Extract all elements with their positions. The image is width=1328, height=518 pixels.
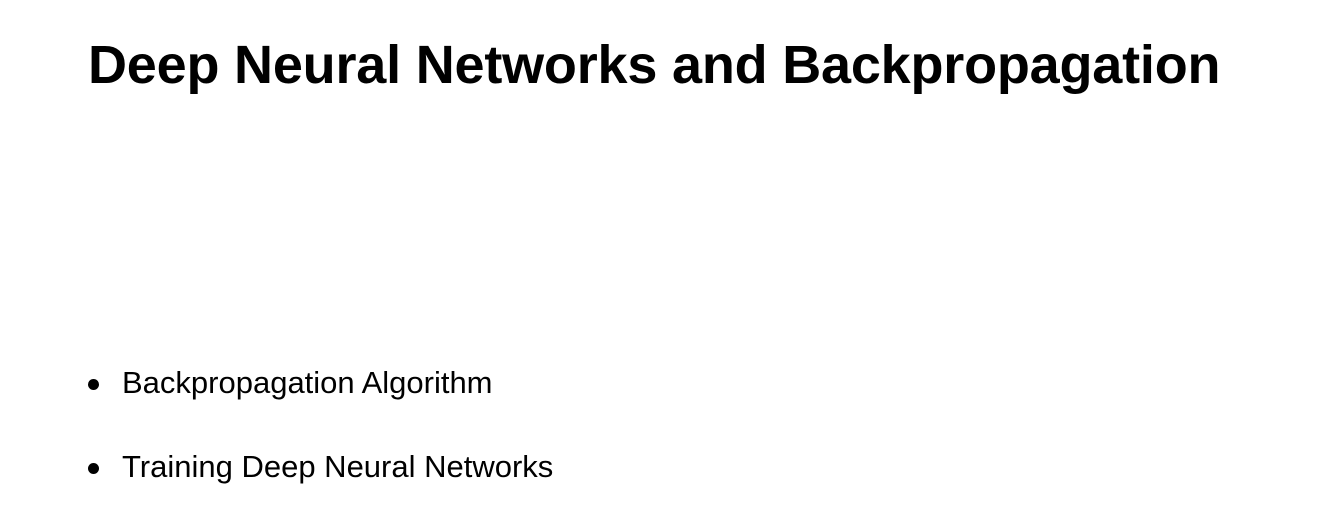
bullet-text: Training Deep Neural Networks (122, 449, 554, 484)
slide-title: Deep Neural Networks and Backpropagation (88, 35, 1221, 95)
bullet-text: Backpropagation Algorithm (122, 365, 493, 400)
bullet-point-icon (88, 463, 99, 474)
bullet-point-icon (88, 379, 99, 390)
